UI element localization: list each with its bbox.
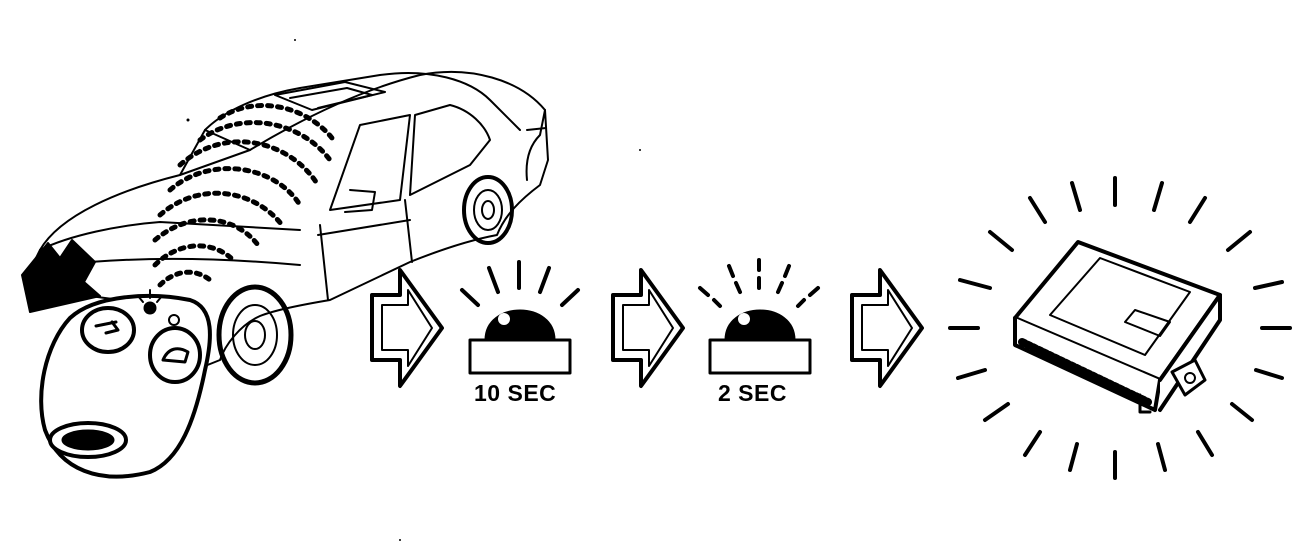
scan-specks [186, 39, 641, 541]
signal-waves [155, 106, 332, 285]
step-label-2-sec: 2 SEC [718, 380, 787, 406]
arrow-right-icon [613, 270, 683, 386]
control-module-icon [950, 178, 1290, 478]
arrow-right-icon [372, 270, 442, 386]
arrow-right-icon [852, 270, 922, 386]
step-label-10-sec: 10 SEC [474, 380, 557, 406]
press-arrow-icon [22, 240, 100, 312]
flashing-lamp-dashed-icon [700, 260, 818, 373]
remote-key-fob-icon [41, 290, 210, 477]
flashing-lamp-icon [462, 262, 578, 373]
